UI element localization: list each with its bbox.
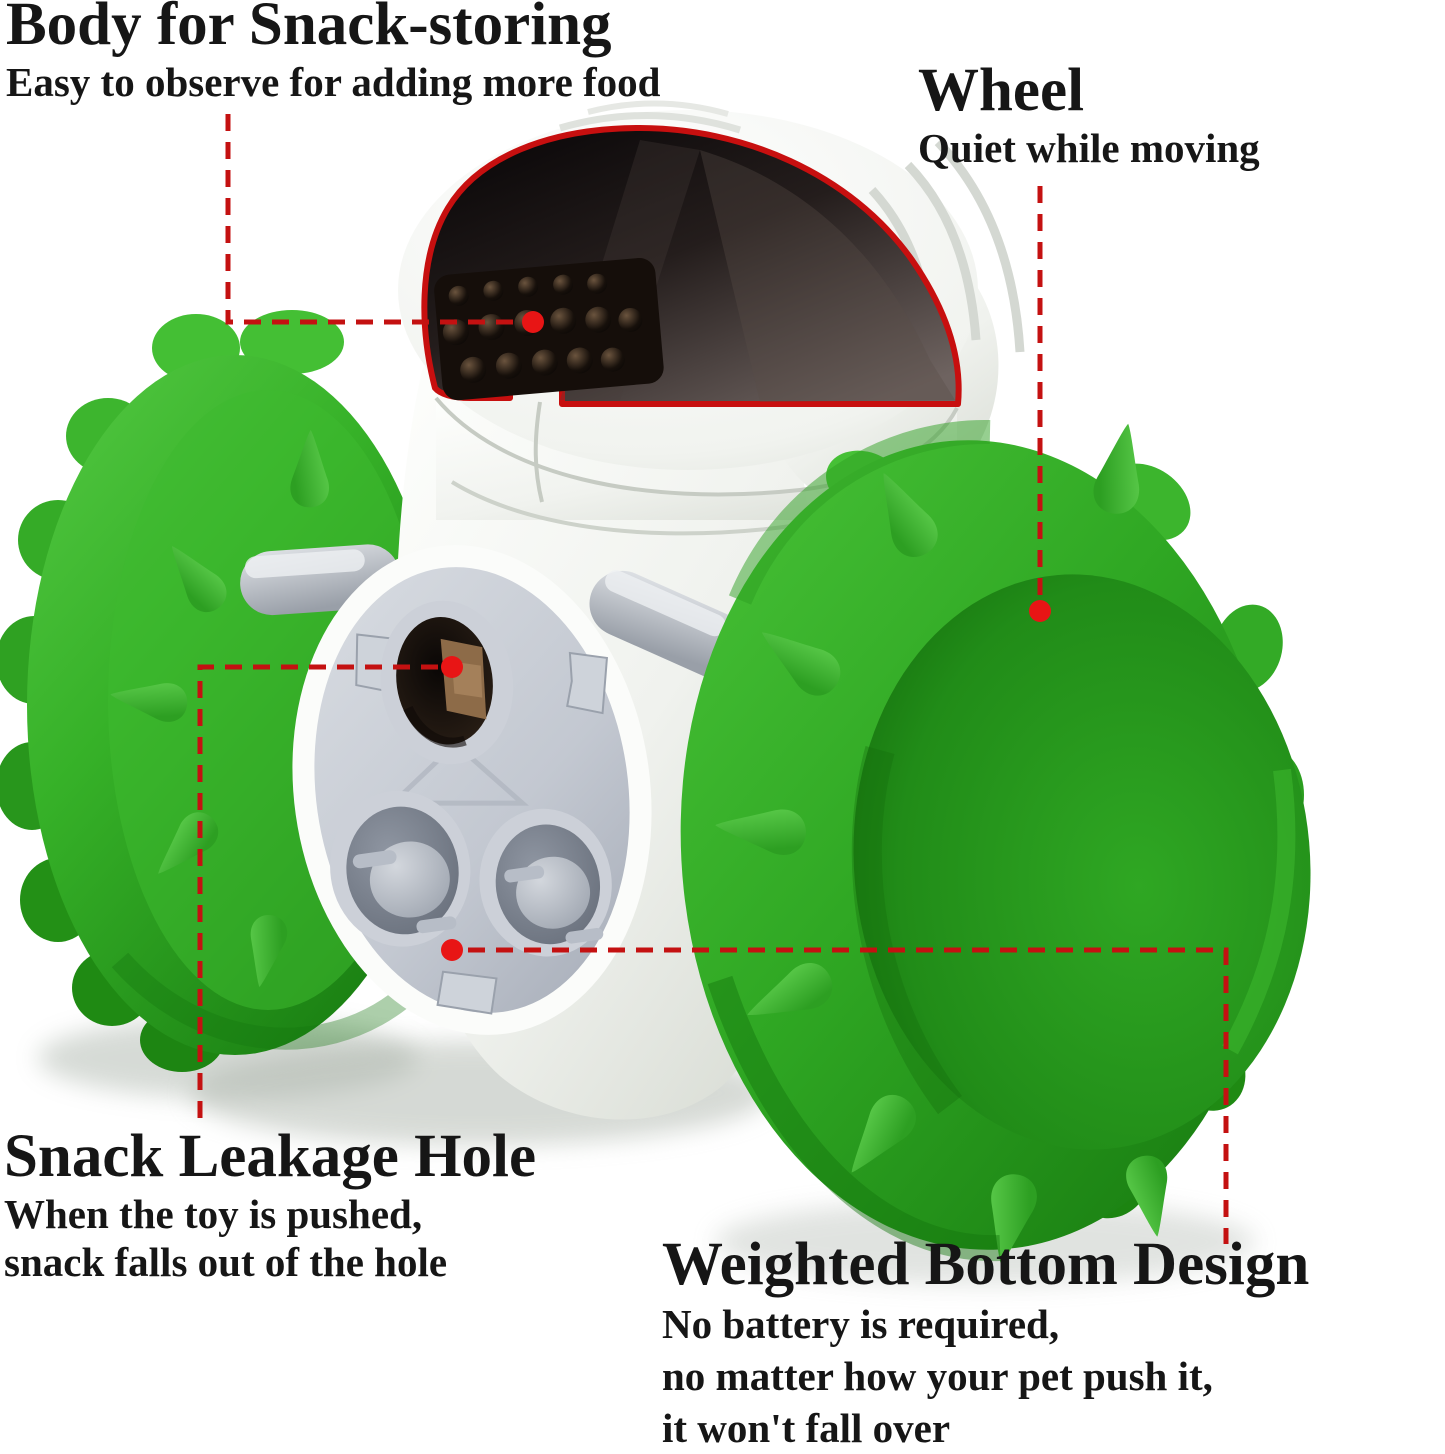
annotation-desc-line: No battery is required, <box>662 1301 1060 1347</box>
snack-hole-left <box>330 790 471 947</box>
treat-plate <box>292 545 652 1035</box>
annotation-weighted-bottom: Weighted Bottom Design No battery is req… <box>662 1232 1309 1454</box>
callout-dots <box>441 311 1051 961</box>
callout-dot-body <box>522 311 544 333</box>
callout-dot-wheel <box>1029 600 1051 622</box>
callout-dot-weighted <box>441 939 463 961</box>
annotation-desc: Quiet while moving <box>918 125 1260 171</box>
annotation-desc-line: no matter how your pet push it, <box>662 1353 1213 1399</box>
annotation-title: Snack Leakage Hole <box>4 1123 537 1190</box>
callout-line-snack <box>197 664 438 1122</box>
right-wheel-recess <box>853 574 1311 1150</box>
annotation-desc: No battery is required, no matter how yo… <box>662 1298 1309 1454</box>
annotation-desc-line: it won't fall over <box>662 1405 951 1451</box>
annotation-title: Wheel <box>918 57 1085 124</box>
annotation-title: Weighted Bottom Design <box>662 1231 1310 1298</box>
callout-line-body <box>225 114 518 325</box>
annotation-desc-line: snack falls out of the hole <box>4 1239 448 1285</box>
annotation-desc-line: When the toy is pushed, <box>4 1191 423 1237</box>
snack-hole-top <box>380 600 514 765</box>
annotation-desc: When the toy is pushed, snack falls out … <box>4 1190 536 1286</box>
snack-hole-right <box>479 808 612 957</box>
annotation-snack-hole: Snack Leakage Hole When the toy is pushe… <box>4 1124 536 1286</box>
right-wheel <box>680 419 1311 1269</box>
annotation-body-storing: Body for Snack-storing Easy to observe f… <box>6 0 660 106</box>
annotation-wheel: Wheel Quiet while moving <box>918 58 1260 172</box>
callout-lines <box>197 114 1229 1244</box>
annotation-title: Body for Snack-storing <box>6 0 612 58</box>
callout-dot-snack <box>441 656 463 678</box>
helmet-visor <box>421 125 962 407</box>
treat-container-panel <box>434 257 664 401</box>
annotation-desc: Easy to observe for adding more food <box>6 59 661 105</box>
callout-line-weighted <box>468 947 1229 1244</box>
